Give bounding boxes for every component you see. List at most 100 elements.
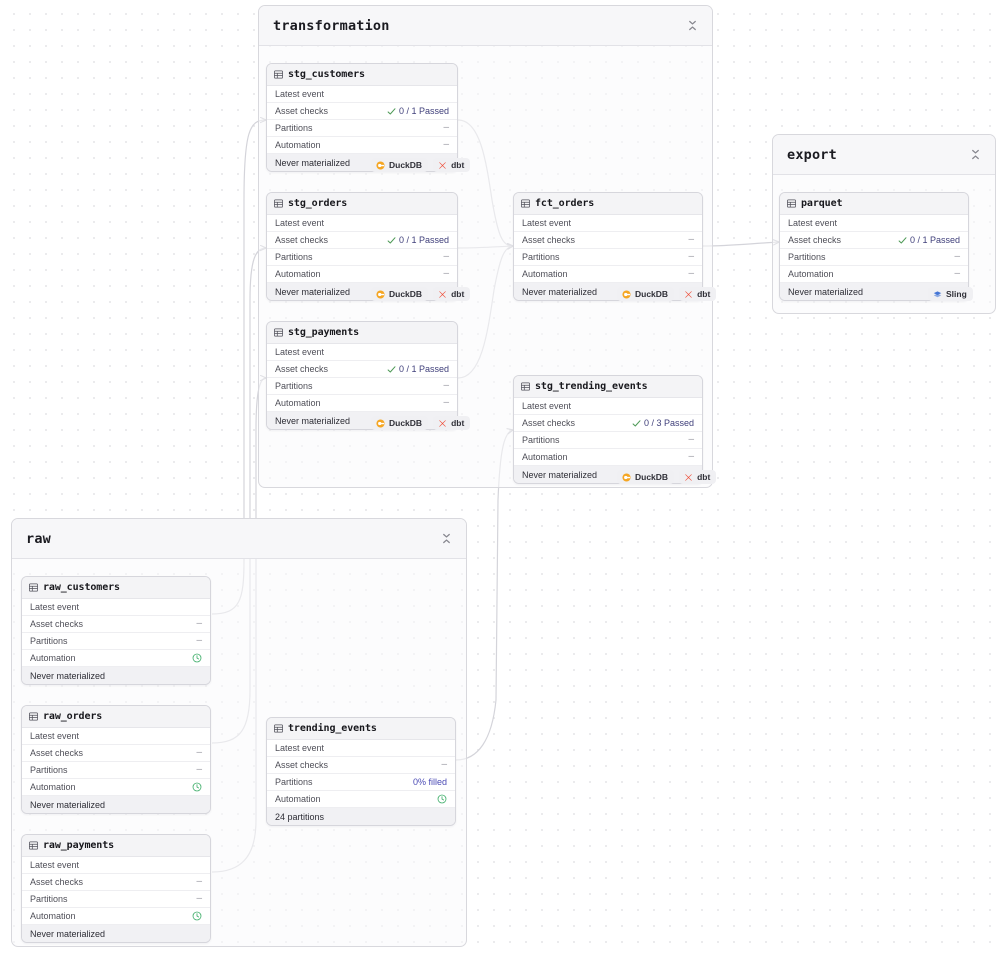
asset-node-trending_events[interactable]: trending_events Latest event Asset check… bbox=[266, 717, 456, 826]
table-icon bbox=[29, 841, 38, 850]
tag-label: DuckDB bbox=[635, 288, 669, 299]
row-value[interactable] bbox=[192, 653, 202, 663]
asset-node-raw_orders[interactable]: raw_orders Latest event Asset checks– Pa… bbox=[21, 705, 211, 814]
node-title-stg_payments: stg_payments bbox=[288, 327, 360, 338]
row-label: Asset checks bbox=[275, 364, 329, 374]
row-value: – bbox=[688, 268, 694, 279]
row-value[interactable]: 0% filled bbox=[412, 777, 447, 787]
row-label: Automation bbox=[522, 269, 568, 279]
node-row-asset-checks: Asset checks 0 / 1 Passed bbox=[267, 103, 457, 120]
tag-dbt-stg_trending_events[interactable]: dbt bbox=[679, 470, 717, 484]
clock-icon[interactable] bbox=[437, 794, 447, 804]
node-row-asset-checks: Asset checks 0 / 1 Passed bbox=[267, 361, 457, 378]
row-value: 0 / 3 Passed bbox=[632, 418, 694, 428]
node-row-partitions: Partitions– bbox=[780, 249, 968, 266]
asset-node-raw_customers[interactable]: raw_customers Latest event Asset checks–… bbox=[21, 576, 211, 685]
tag-duckdb-fct_orders[interactable]: DuckDB bbox=[617, 287, 675, 301]
collapse-vertical-icon[interactable] bbox=[441, 533, 452, 544]
duckdb-icon bbox=[376, 160, 385, 170]
tag-sling-parquet[interactable]: Sling bbox=[928, 287, 973, 301]
tag-label: dbt bbox=[451, 288, 465, 299]
tag-dbt-stg_payments[interactable]: dbt bbox=[433, 416, 471, 430]
asset-node-stg_orders[interactable]: stg_orders Latest event Asset checks 0 /… bbox=[266, 192, 458, 301]
node-row-latest-event: Latest event bbox=[267, 740, 455, 757]
node-header-trending_events: trending_events bbox=[267, 718, 455, 740]
node-header-raw_orders: raw_orders bbox=[22, 706, 210, 728]
node-row-latest-event: Latest event bbox=[22, 857, 210, 874]
node-row-partitions: Partitions– bbox=[267, 378, 457, 395]
node-footer-raw_orders: Never materialized bbox=[22, 796, 210, 813]
row-label: Latest event bbox=[30, 602, 80, 612]
row-value: 0 / 1 Passed bbox=[387, 364, 449, 374]
group-header-raw: raw bbox=[12, 519, 466, 559]
node-row-asset-checks: Asset checks – bbox=[22, 874, 210, 891]
asset-node-fct_orders[interactable]: fct_orders Latest event Asset checks– Pa… bbox=[513, 192, 703, 301]
asset-node-stg_payments[interactable]: stg_payments Latest event Asset checks 0… bbox=[266, 321, 458, 430]
table-icon bbox=[787, 199, 796, 208]
collapse-group-button-raw[interactable] bbox=[438, 531, 454, 547]
row-label: Automation bbox=[30, 782, 76, 792]
row-label: Automation bbox=[275, 794, 321, 804]
row-label: Partitions bbox=[522, 435, 560, 445]
tag-duckdb-stg_trending_events[interactable]: DuckDB bbox=[617, 470, 675, 484]
row-label: Automation bbox=[275, 398, 321, 408]
asset-node-raw_payments[interactable]: raw_payments Latest event Asset checks– … bbox=[21, 834, 211, 943]
row-value[interactable] bbox=[192, 911, 202, 921]
asset-node-parquet[interactable]: parquet Latest event Asset checks 0 / 1 … bbox=[779, 192, 969, 301]
collapse-group-button-export[interactable] bbox=[967, 147, 983, 163]
row-label: Partitions bbox=[275, 252, 313, 262]
row-value: – bbox=[196, 876, 202, 887]
row-value[interactable] bbox=[437, 794, 447, 804]
asset-node-stg_trending_events[interactable]: stg_trending_events Latest event Asset c… bbox=[513, 375, 703, 484]
node-title-parquet: parquet bbox=[801, 198, 843, 209]
node-title-trending_events: trending_events bbox=[288, 723, 377, 734]
tag-dbt-stg_customers[interactable]: dbt bbox=[433, 158, 471, 172]
node-title-fct_orders: fct_orders bbox=[535, 198, 595, 209]
row-label: Latest event bbox=[30, 731, 80, 741]
collapse-vertical-icon[interactable] bbox=[687, 20, 698, 31]
node-header-raw_payments: raw_payments bbox=[22, 835, 210, 857]
table-icon bbox=[521, 382, 530, 391]
node-title-raw_customers: raw_customers bbox=[43, 582, 120, 593]
node-header-stg_customers: stg_customers bbox=[267, 64, 457, 86]
row-label: Latest event bbox=[522, 218, 572, 228]
dbt-icon bbox=[685, 473, 692, 481]
asset-node-stg_customers[interactable]: stg_customers Latest event Asset checks … bbox=[266, 63, 458, 172]
collapse-group-button-transformation[interactable] bbox=[684, 18, 700, 34]
node-row-asset-checks: Asset checks– bbox=[22, 745, 210, 762]
dbt-icon bbox=[439, 290, 446, 298]
clock-icon[interactable] bbox=[192, 911, 202, 921]
row-label: Automation bbox=[275, 269, 321, 279]
row-label: Asset checks bbox=[788, 235, 842, 245]
clock-icon[interactable] bbox=[192, 782, 202, 792]
row-label: Asset checks bbox=[275, 760, 329, 770]
node-row-asset-checks: Asset checks 0 / 3 Passed bbox=[514, 415, 702, 432]
clock-icon[interactable] bbox=[192, 653, 202, 663]
tag-dbt-fct_orders[interactable]: dbt bbox=[679, 287, 717, 301]
tag-duckdb-stg_payments[interactable]: DuckDB bbox=[371, 416, 429, 430]
check-icon bbox=[632, 419, 641, 426]
row-label: Latest event bbox=[522, 401, 572, 411]
tag-dbt-stg_orders[interactable]: dbt bbox=[433, 287, 471, 301]
node-row-asset-checks: Asset checks– bbox=[22, 616, 210, 633]
node-row-latest-event: Latest event bbox=[780, 215, 968, 232]
row-value[interactable] bbox=[192, 782, 202, 792]
tag-label: Sling bbox=[946, 288, 967, 299]
row-value: – bbox=[196, 764, 202, 775]
tag-duckdb-stg_customers[interactable]: DuckDB bbox=[371, 158, 429, 172]
tag-bar-parquet: Sling bbox=[928, 287, 973, 301]
node-row-automation: Automation– bbox=[780, 266, 968, 283]
node-row-automation: Automation bbox=[22, 779, 210, 796]
row-value: – bbox=[443, 122, 449, 133]
tag-duckdb-stg_orders[interactable]: DuckDB bbox=[371, 287, 429, 301]
table-icon bbox=[274, 328, 283, 337]
row-label: Asset checks bbox=[30, 877, 84, 887]
row-label: Asset checks bbox=[522, 235, 576, 245]
collapse-vertical-icon[interactable] bbox=[970, 149, 981, 160]
node-footer-parquet: Never materialized bbox=[780, 283, 968, 300]
node-row-automation: Automation– bbox=[514, 449, 702, 466]
node-row-latest-event: Latest event bbox=[22, 599, 210, 616]
node-row-latest-event: Latest event bbox=[22, 728, 210, 745]
row-value: – bbox=[196, 893, 202, 904]
